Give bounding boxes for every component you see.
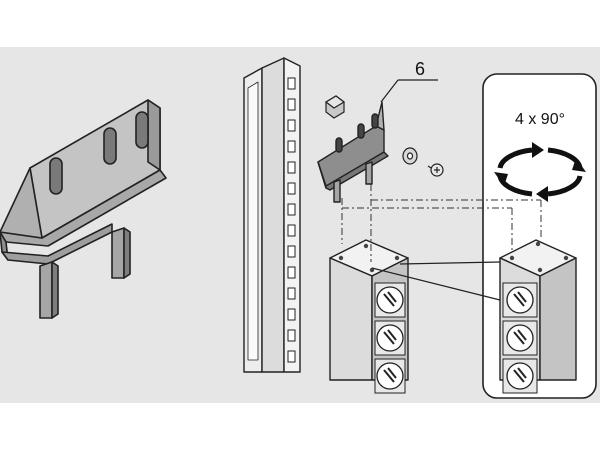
rail-holes (287, 77, 296, 363)
rail-hole (287, 266, 296, 279)
rail-hole (287, 203, 296, 216)
rail-hole (287, 182, 296, 195)
socket-pin-slots (513, 291, 527, 307)
screw-icon (427, 163, 444, 177)
bracket-small (317, 101, 389, 203)
rail-hole (287, 245, 296, 258)
alignment-guide-lines (341, 184, 542, 262)
rail-hole (287, 329, 296, 342)
socket-pin-slots (513, 329, 527, 345)
rail-hole (287, 98, 296, 111)
rack-rail (243, 57, 301, 373)
rail-hole (287, 350, 296, 363)
rail-hole (287, 308, 296, 321)
washer-icon (402, 147, 418, 165)
socket-pin-slots (383, 367, 397, 383)
detail-link-lines (371, 261, 501, 301)
rail-hole (287, 224, 296, 237)
rail-hole (287, 287, 296, 300)
rail-hole (287, 161, 296, 174)
rotation-label: 4 x 90° (515, 111, 565, 128)
callout-number: 6 (415, 59, 425, 79)
rotation-arrowheads (494, 142, 586, 202)
callout-leader-6 (380, 79, 399, 103)
rail-hole (287, 77, 296, 90)
socket-pin-slots (513, 367, 527, 383)
socket-outlets-rotated (502, 282, 538, 394)
socket-outlets-front (374, 282, 406, 394)
bracket-detail-large (0, 99, 167, 319)
socket-pin-slots (383, 329, 397, 345)
cage-nut-icon (324, 95, 346, 119)
socket-pin-slots (383, 291, 397, 307)
rail-hole (287, 119, 296, 132)
rail-hole (287, 140, 296, 153)
